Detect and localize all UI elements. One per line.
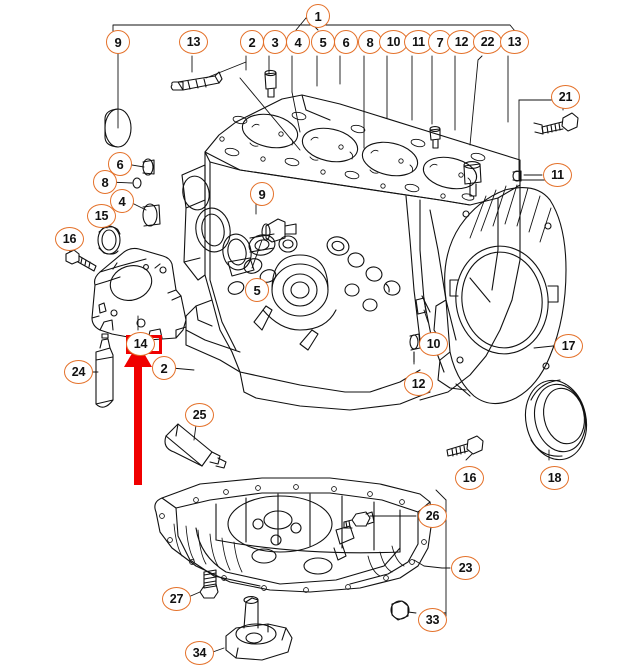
plug-7	[429, 126, 441, 149]
callout-16[interactable]: 16	[55, 227, 84, 251]
plug-3	[264, 69, 277, 98]
callout-26[interactable]: 26	[418, 504, 447, 528]
callout-2[interactable]: 2	[152, 356, 176, 380]
callout-4[interactable]: 4	[286, 30, 310, 54]
rear-sealing-flange	[433, 184, 567, 405]
callout-23[interactable]: 23	[451, 556, 480, 580]
bolt-16-right	[446, 435, 484, 457]
callout-22[interactable]: 22	[473, 30, 502, 54]
plug-11-right	[512, 170, 522, 182]
core-plug-4	[142, 203, 161, 227]
callout-9[interactable]: 9	[106, 30, 130, 54]
callout-3[interactable]: 3	[263, 30, 287, 54]
callout-34[interactable]: 34	[185, 641, 214, 665]
core-plug-22	[463, 161, 482, 197]
callout-33[interactable]: 33	[418, 608, 447, 632]
callout-9[interactable]: 9	[250, 182, 274, 206]
callout-13[interactable]: 13	[500, 30, 529, 54]
core-plug-large	[104, 108, 132, 148]
bolt-21	[533, 112, 579, 135]
callout-6[interactable]: 6	[334, 30, 358, 54]
callout-25[interactable]: 25	[185, 403, 214, 427]
callout-5[interactable]: 5	[311, 30, 335, 54]
callout-5[interactable]: 5	[245, 278, 269, 302]
callout-16[interactable]: 16	[455, 466, 484, 490]
bolt-26	[343, 511, 375, 529]
bolt-16-left	[65, 249, 97, 272]
oil-pan	[154, 477, 433, 593]
callout-8[interactable]: 8	[93, 170, 117, 194]
leader-lines-secondary	[66, 61, 554, 654]
callout-14-highlighted[interactable]: 14	[126, 332, 155, 356]
drain-plug-33	[390, 600, 410, 621]
callout-12[interactable]: 12	[404, 372, 433, 396]
oil-level-sensor-34	[225, 596, 293, 661]
core-plug-6	[142, 158, 155, 176]
plug-12	[409, 333, 421, 363]
bolt-27	[199, 569, 219, 599]
sealant-tube-25	[164, 423, 227, 469]
callout-1[interactable]: 1	[306, 4, 330, 28]
crankshaft-oil-seal-18	[524, 379, 588, 461]
callout-24[interactable]: 24	[64, 360, 93, 384]
callout-11[interactable]: 11	[543, 163, 572, 187]
timing-cover	[91, 247, 187, 341]
cylinder-block	[181, 94, 521, 411]
callout-21[interactable]: 21	[551, 85, 580, 109]
plug-10	[415, 295, 431, 315]
callout-18[interactable]: 18	[540, 466, 569, 490]
callout-12[interactable]: 12	[447, 30, 476, 54]
callout-15[interactable]: 15	[87, 204, 116, 228]
callout-27[interactable]: 27	[162, 587, 191, 611]
sealant-tube-24	[95, 333, 114, 408]
callout-13[interactable]: 13	[179, 30, 208, 54]
callout-17[interactable]: 17	[554, 334, 583, 358]
callout-2[interactable]: 2	[240, 30, 264, 54]
front-oil-seal-15	[97, 225, 121, 255]
callout-10[interactable]: 10	[419, 332, 448, 356]
core-plug-8	[132, 177, 142, 189]
